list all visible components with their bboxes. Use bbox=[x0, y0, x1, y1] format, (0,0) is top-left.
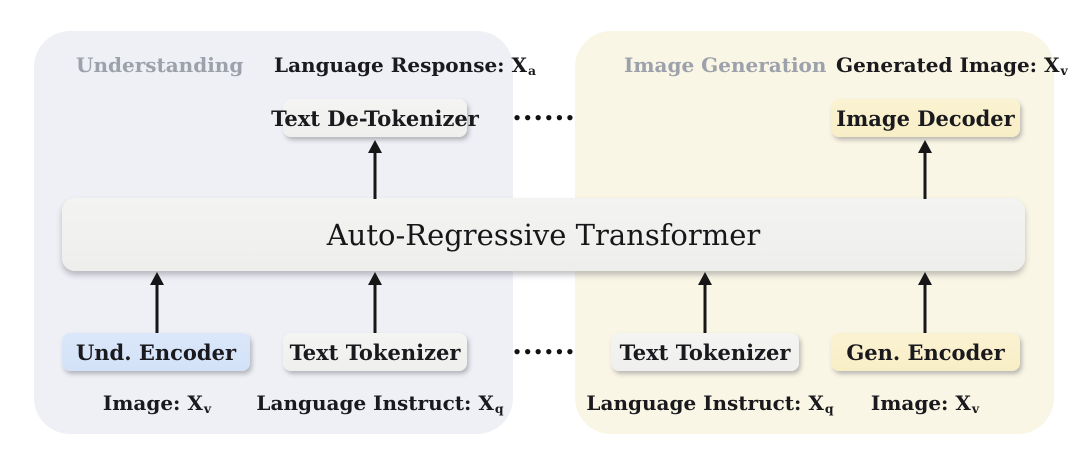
gen-encoder-box: Gen. Encoder bbox=[831, 333, 1020, 371]
instruct-input-right-label: Language Instruct: Xq bbox=[586, 391, 833, 415]
image-decoder-label: Image Decoder bbox=[836, 105, 1015, 131]
transformer-label: Auto-Regressive Transformer bbox=[326, 217, 761, 252]
arrow-gen-encoder-to-transformer-icon bbox=[917, 272, 933, 333]
text-tokenizer-left-label: Text Tokenizer bbox=[289, 339, 461, 365]
text-de-tokenizer-box: Text De-Tokenizer bbox=[271, 99, 479, 137]
arrow-shaft bbox=[923, 282, 927, 333]
arrowhead-icon bbox=[698, 272, 712, 285]
image-input-right-text: Image: X bbox=[870, 391, 971, 415]
subscript-v: v bbox=[203, 401, 212, 417]
understanding-title: Understanding bbox=[76, 53, 244, 77]
arrow-shaft bbox=[373, 282, 377, 333]
arrow-transformer-to-image-decoder-icon bbox=[917, 140, 933, 199]
subscript-v: v bbox=[971, 401, 980, 417]
image-input-left-text: Image: X bbox=[102, 391, 203, 415]
text-de-tokenizer-label: Text De-Tokenizer bbox=[271, 105, 479, 131]
language-response-label: Language Response: Xa bbox=[274, 53, 536, 77]
image-generation-title: Image Generation bbox=[624, 53, 827, 77]
text-tokenizer-right-box: Text Tokenizer bbox=[611, 333, 799, 371]
subscript-q: q bbox=[494, 401, 504, 417]
arrow-shaft bbox=[373, 150, 377, 199]
instruct-input-right-text: Language Instruct: X bbox=[586, 391, 824, 415]
und-encoder-label: Und. Encoder bbox=[75, 339, 237, 365]
gen-encoder-label: Gen. Encoder bbox=[846, 339, 1005, 365]
und-encoder-box: Und. Encoder bbox=[62, 333, 250, 371]
arrowhead-icon bbox=[368, 272, 382, 285]
subscript-a: a bbox=[528, 63, 537, 79]
arrowhead-icon bbox=[918, 140, 932, 153]
auto-regressive-transformer-bar: Auto-Regressive Transformer bbox=[62, 198, 1025, 271]
arrowhead-icon bbox=[368, 140, 382, 153]
language-response-text: Language Response: X bbox=[274, 53, 528, 77]
image-decoder-box: Image Decoder bbox=[831, 99, 1020, 137]
ellipsis-top: •••••• bbox=[512, 109, 576, 127]
arrow-transformer-to-detokenizer-icon bbox=[367, 140, 383, 199]
ellipsis-bottom: •••••• bbox=[512, 343, 576, 361]
arrowhead-icon bbox=[918, 272, 932, 285]
arrow-shaft bbox=[155, 282, 159, 333]
arrow-shaft bbox=[923, 150, 927, 199]
subscript-v: v bbox=[1060, 63, 1068, 79]
image-input-left-label: Image: Xv bbox=[103, 391, 211, 415]
arrow-und-encoder-to-transformer-icon bbox=[149, 272, 165, 333]
generated-image-label: Generated Image: Xv bbox=[836, 53, 1068, 77]
text-tokenizer-right-label: Text Tokenizer bbox=[619, 339, 791, 365]
text-tokenizer-left-box: Text Tokenizer bbox=[283, 333, 467, 371]
image-input-right-label: Image: Xv bbox=[871, 391, 979, 415]
arrow-text-tokenizer-left-to-transformer-icon bbox=[367, 272, 383, 333]
arrow-shaft bbox=[703, 282, 707, 333]
instruct-input-left-text: Language Instruct: X bbox=[256, 391, 494, 415]
arrowhead-icon bbox=[150, 272, 164, 285]
instruct-input-left-label: Language Instruct: Xq bbox=[256, 391, 503, 415]
arrow-text-tokenizer-right-to-transformer-icon bbox=[697, 272, 713, 333]
generated-image-text: Generated Image: X bbox=[836, 53, 1060, 77]
subscript-q: q bbox=[824, 401, 834, 417]
